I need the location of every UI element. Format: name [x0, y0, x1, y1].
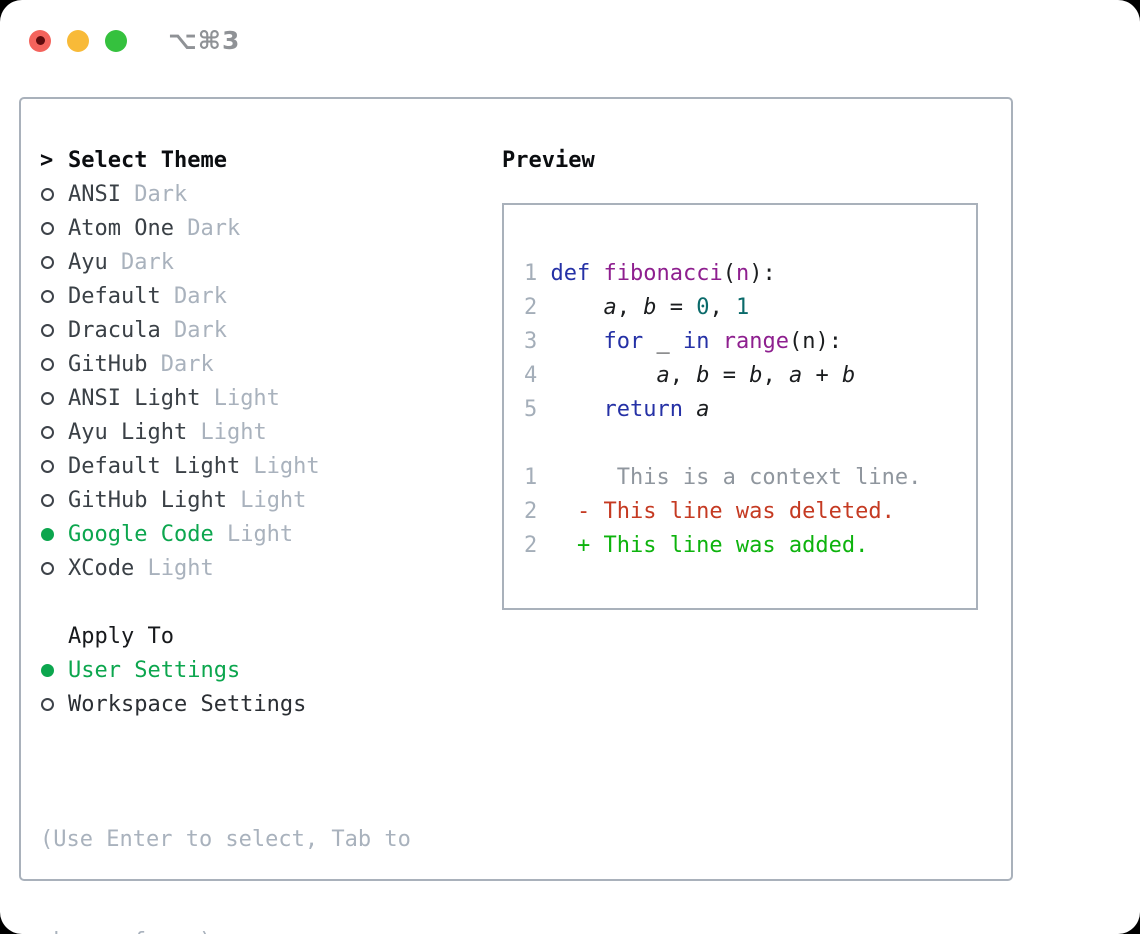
theme-option-label: Dracula	[68, 317, 161, 343]
theme-variant-label: Dark	[160, 283, 227, 309]
radio-icon	[41, 255, 54, 269]
help-text: (Use Enter to select, Tab to change focu…	[40, 755, 480, 934]
radio-icon	[41, 221, 54, 235]
line-number: 2	[524, 499, 538, 524]
help-line-1: (Use Enter to select, Tab to	[40, 827, 411, 852]
preview-line-3: 3 for _ in range(n):	[524, 325, 976, 359]
theme-variant-label: Dark	[173, 215, 241, 241]
radio-icon	[41, 187, 54, 201]
minimize-button[interactable]	[67, 29, 89, 52]
radio-icon	[41, 561, 54, 575]
radio-selected-icon	[41, 663, 54, 677]
theme-option-github[interactable]: GitHub Dark	[40, 347, 480, 381]
select-theme-header: Select Theme	[68, 147, 227, 173]
line-number: 4	[524, 363, 538, 388]
apply-option-label: User Settings	[68, 657, 241, 683]
theme-option-label: XCode	[68, 555, 135, 581]
preview-line-5: 5 return a	[524, 393, 976, 427]
theme-option-label: Default Light	[68, 453, 241, 479]
line-number: 5	[524, 397, 538, 422]
cursor-icon: >	[40, 147, 54, 173]
theme-option-atom-one[interactable]: Atom One Dark	[40, 211, 480, 245]
radio-icon	[41, 493, 54, 507]
line-number: 1	[524, 261, 538, 286]
theme-variant-label: Light	[134, 555, 214, 581]
theme-option-google-code[interactable]: Google Code Light	[40, 517, 480, 551]
theme-option-default-light[interactable]: Default Light Light	[40, 449, 480, 483]
theme-option-label: GitHub Light	[68, 487, 227, 513]
theme-option-ayu-light[interactable]: Ayu Light Light	[40, 415, 480, 449]
apply-option-user-settings[interactable]: User Settings	[40, 653, 480, 687]
radio-selected-icon	[41, 527, 54, 541]
theme-option-dracula[interactable]: Dracula Dark	[40, 313, 480, 347]
apply-to-header-row: Apply To	[40, 619, 480, 653]
theme-option-label: Default	[68, 283, 161, 309]
radio-icon	[41, 323, 54, 337]
preview-line-7: 1 This is a context line.	[524, 461, 976, 495]
theme-variant-label: Dark	[120, 181, 188, 207]
radio-icon	[41, 697, 54, 711]
radio-icon	[41, 391, 54, 405]
theme-option-label: Ayu Light	[68, 419, 188, 445]
preview-header: Preview	[502, 147, 595, 173]
theme-variant-label: Light	[226, 487, 307, 513]
preview-line-6	[524, 427, 976, 461]
theme-variant-label: Light	[200, 385, 280, 411]
preview-line-2: 2 a, b = 0, 1	[524, 291, 976, 325]
window-title: ⌥⌘3	[168, 26, 241, 55]
theme-variant-label: Dark	[147, 351, 214, 377]
apply-option-workspace-settings[interactable]: Workspace Settings	[40, 687, 480, 721]
line-number: 2	[524, 533, 538, 558]
titlebar: ⌥⌘3	[29, 26, 240, 55]
line-number: 2	[524, 295, 538, 320]
apply-option-label: Workspace Settings	[68, 691, 307, 717]
theme-option-ansi[interactable]: ANSI Dark	[40, 177, 480, 211]
record-dot-icon	[35, 36, 45, 45]
theme-option-label: GitHub	[68, 351, 148, 377]
spacer	[40, 585, 480, 619]
select-theme-header-row: > Select Theme	[40, 143, 480, 177]
theme-option-default[interactable]: Default Dark	[40, 279, 480, 313]
theme-option-label: ANSI	[68, 181, 121, 207]
preview-line-9: 2 + This line was added.	[524, 529, 976, 563]
line-number: 3	[524, 329, 538, 354]
theme-variant-label: Light	[240, 453, 320, 479]
theme-variant-label: Light	[213, 521, 294, 547]
theme-option-label: Atom One	[68, 215, 174, 241]
theme-option-xcode[interactable]: XCode Light	[40, 551, 480, 585]
theme-option-github-light[interactable]: GitHub Light Light	[40, 483, 480, 517]
maximize-button[interactable]	[105, 29, 127, 52]
radio-icon	[41, 425, 54, 439]
theme-option-label: Google Code	[68, 521, 214, 547]
theme-option-ayu[interactable]: Ayu Dark	[40, 245, 480, 279]
preview-line-4: 4 a, b = b, a + b	[524, 359, 976, 393]
line-number: 1	[524, 465, 538, 490]
radio-icon	[41, 459, 54, 473]
radio-icon	[41, 357, 54, 371]
theme-option-ansi-light[interactable]: ANSI Light Light	[40, 381, 480, 415]
close-button[interactable]	[29, 29, 51, 52]
radio-icon	[41, 289, 54, 303]
help-line-2: change focus)	[40, 925, 480, 934]
theme-variant-label: Dark	[107, 249, 174, 275]
spacer	[40, 721, 480, 755]
apply-to-header: Apply To	[68, 623, 174, 649]
theme-option-label: Ayu	[68, 249, 108, 275]
theme-variant-label: Light	[187, 419, 267, 445]
theme-variant-label: Dark	[160, 317, 227, 343]
theme-option-label: ANSI Light	[68, 385, 201, 411]
preview-line-8: 2 - This line was deleted.	[524, 495, 976, 529]
